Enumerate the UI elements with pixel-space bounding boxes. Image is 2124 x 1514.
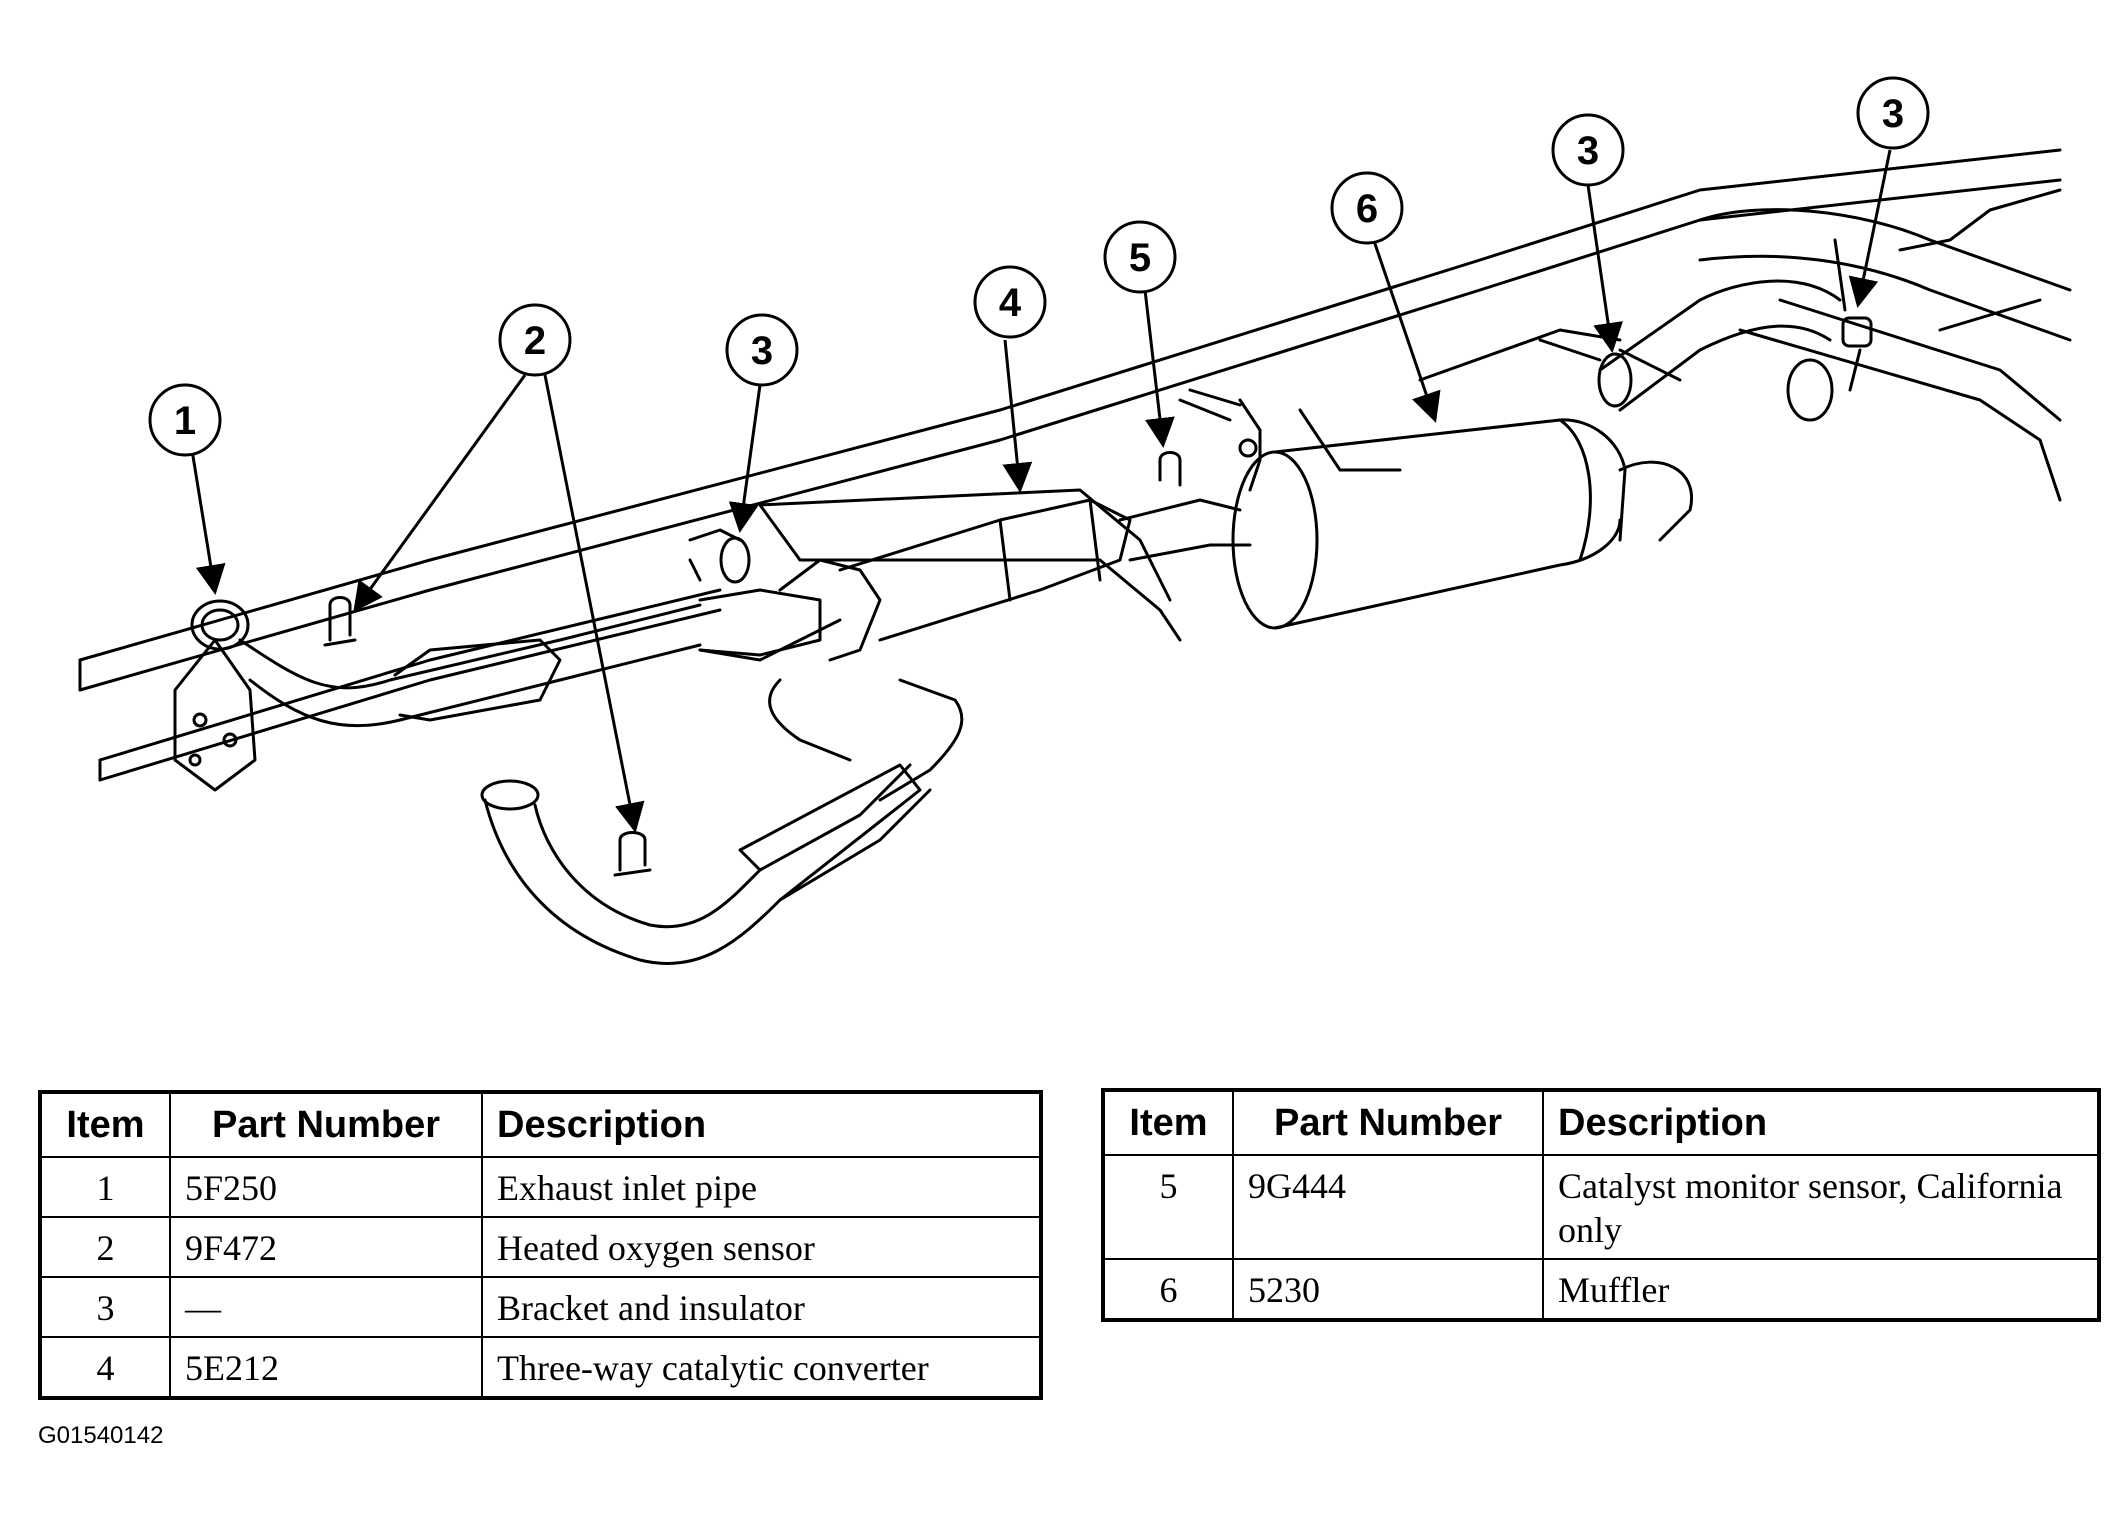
callout-label: 6: [1356, 187, 1378, 231]
muffler-shape: [1231, 418, 1693, 630]
figure-id: G01540142: [38, 1422, 164, 1449]
header-description: Description: [481, 1091, 1042, 1158]
bracket-insulator-middle: [688, 528, 751, 584]
table-row: 4 5E212 Three-way catalytic converter: [39, 1336, 1042, 1399]
exhaust-inlet-flange: [190, 599, 250, 651]
heat-shield: [758, 488, 1182, 642]
header-item: Item: [39, 1091, 171, 1158]
callout-label: 2: [524, 319, 546, 363]
cell-part-number: —: [169, 1276, 483, 1338]
catalytic-converter: [838, 498, 1132, 642]
y-pipe-joint: [698, 558, 882, 662]
cross-member: [1298, 188, 2062, 472]
header-item: Item: [1102, 1089, 1234, 1156]
callout-label: 4: [999, 281, 1022, 325]
callout-item-4: 4: [973, 265, 1047, 339]
callout-item-3-rear-2: 3: [1856, 76, 1930, 150]
cell-part-number: 5230: [1232, 1258, 1544, 1321]
callout-item-6: 6: [1330, 171, 1404, 245]
leader-item-2-a: [353, 374, 527, 613]
callout-label: 3: [1577, 129, 1599, 173]
leader-item-2-b: [543, 374, 645, 833]
table-header-row: Item Part Number Description: [1102, 1089, 2100, 1156]
cell-item: 1: [39, 1156, 171, 1218]
table-header-row: Item Part Number Description: [39, 1091, 1042, 1158]
heated-oxygen-sensor-left: [613, 831, 652, 877]
leader-item-3-b: [1586, 184, 1623, 353]
table-row: 5 9G444 Catalyst monitor sensor, Califor…: [1102, 1154, 2100, 1260]
exhaust-inlet-pipe: [238, 588, 822, 728]
cell-item: 6: [1102, 1258, 1234, 1321]
cell-description: Exhaust inlet pipe: [481, 1156, 1042, 1218]
leader-item-3-a: [728, 384, 762, 533]
leader-item-6: [1370, 234, 1441, 423]
callout-label: 3: [751, 329, 773, 373]
cell-description: Catalyst monitor sensor, California only: [1542, 1154, 2100, 1260]
parts-table-left: Item Part Number Description 1 5F250 Exh…: [38, 1090, 1043, 1400]
bracket-insulator-rear-2: [1833, 238, 1873, 392]
header-part-number: Part Number: [169, 1091, 483, 1158]
leader-item-3-c: [1848, 149, 1892, 308]
callout-label: 1: [174, 399, 196, 443]
callout-item-3-rear-1: 3: [1551, 113, 1625, 187]
intermediate-pipe: [1118, 451, 1252, 562]
header-part-number: Part Number: [1232, 1089, 1544, 1156]
frame-rail: [78, 148, 2072, 782]
cell-part-number: 9G444: [1232, 1154, 1544, 1260]
cell-item: 2: [39, 1216, 171, 1278]
table-row: 2 9F472 Heated oxygen sensor: [39, 1216, 1042, 1278]
inlet-bracket-plate: [173, 638, 257, 792]
heated-oxygen-sensor-right: [323, 596, 357, 647]
parts-table-right: Item Part Number Description 5 9G444 Cat…: [1101, 1088, 2101, 1322]
cell-description: Three-way catalytic converter: [481, 1336, 1042, 1399]
leader-item-1: [190, 449, 226, 595]
cell-description: Bracket and insulator: [481, 1276, 1042, 1338]
muffler-hanger: [1178, 388, 1262, 492]
table-row: 6 5230 Muffler: [1102, 1258, 2100, 1321]
cell-part-number: 5F250: [169, 1156, 483, 1218]
tailpipe: [1598, 279, 1842, 422]
callout-item-3: 3: [725, 313, 799, 387]
table-row: 1 5F250 Exhaust inlet pipe: [39, 1156, 1042, 1218]
exhaust-system-diagram: 1 2 3 4 5 3 3 6: [78, 76, 2072, 965]
cell-item: 3: [39, 1276, 171, 1338]
cell-part-number: 5E212: [169, 1336, 483, 1399]
table-row: 3 — Bracket and insulator: [39, 1276, 1042, 1338]
callout-label: 3: [1882, 92, 1904, 136]
cell-part-number: 9F472: [169, 1216, 483, 1278]
bracket-insulator-rear-1: [1538, 338, 1682, 408]
leader-item-5: [1143, 289, 1175, 448]
callout-item-1: 1: [148, 383, 222, 457]
leader-item-4: [1002, 339, 1033, 493]
callout-item-5: 5: [1103, 220, 1177, 294]
cell-item: 4: [39, 1336, 171, 1399]
cell-item: 5: [1102, 1154, 1234, 1260]
exhaust-left-pipe: [480, 678, 964, 965]
cell-description: Heated oxygen sensor: [481, 1216, 1042, 1278]
header-description: Description: [1542, 1089, 2100, 1156]
callout-label: 5: [1129, 236, 1151, 280]
cell-description: Muffler: [1542, 1258, 2100, 1321]
callout-item-2: 2: [498, 303, 572, 377]
